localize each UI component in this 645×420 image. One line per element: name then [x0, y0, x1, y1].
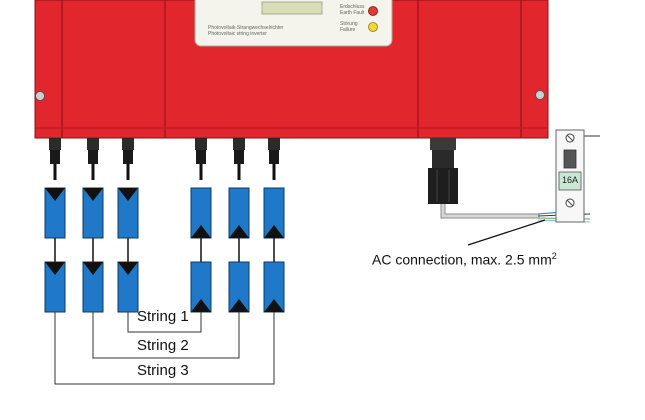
pv-module: [228, 261, 250, 313]
string-wires: [54, 312, 275, 385]
ac-pointer-line: [467, 219, 546, 246]
pv-modules-upper: [44, 187, 285, 239]
pv-module: [263, 187, 285, 239]
panel-title-en: Photovoltaic string inverter: [208, 31, 267, 37]
fault-led: [368, 22, 378, 32]
screw-left: [35, 91, 45, 101]
breaker-rating: 16A: [562, 175, 579, 185]
earth-fault-label-de: Erdschluss: [340, 4, 365, 10]
ac-connection-superscript: 2: [551, 251, 557, 261]
display-window: [261, 1, 323, 15]
pv-module: [117, 261, 139, 313]
pv-module: [82, 261, 104, 313]
pv-module: [263, 261, 285, 313]
pv-module: [44, 187, 66, 239]
pv-module: [190, 261, 212, 313]
fault-label-en: Failure: [340, 27, 356, 33]
pv-module: [228, 187, 250, 239]
module-links: [54, 238, 275, 262]
pv-module: [44, 261, 66, 313]
string-2-label: String 2: [137, 337, 189, 354]
string-1-label: String 1: [137, 308, 189, 325]
string-2-wire: [92, 312, 240, 359]
string-3-label: String 3: [137, 362, 189, 379]
circuit-breaker: [555, 129, 600, 223]
fault-label-de: Störung: [340, 21, 358, 27]
pv-modules-lower: [44, 261, 285, 313]
earth-fault-label-en: Earth Fault: [340, 10, 365, 16]
string-3-wire: [54, 312, 275, 385]
panel-title-de: Photovoltaik-Strangwechselrichter: [208, 25, 284, 31]
pv-module: [82, 187, 104, 239]
front-panel: [194, 0, 393, 47]
string-1-wire: [127, 312, 202, 333]
screw-right: [535, 90, 545, 100]
earth-fault-led: [368, 6, 378, 16]
ac-connection-label: AC connection, max. 2.5 mm2: [372, 251, 557, 268]
ac-connection-text: AC connection, max. 2.5 mm: [372, 251, 552, 268]
pv-module: [117, 187, 139, 239]
dc-connectors: [49, 138, 280, 180]
pv-module: [190, 187, 212, 239]
